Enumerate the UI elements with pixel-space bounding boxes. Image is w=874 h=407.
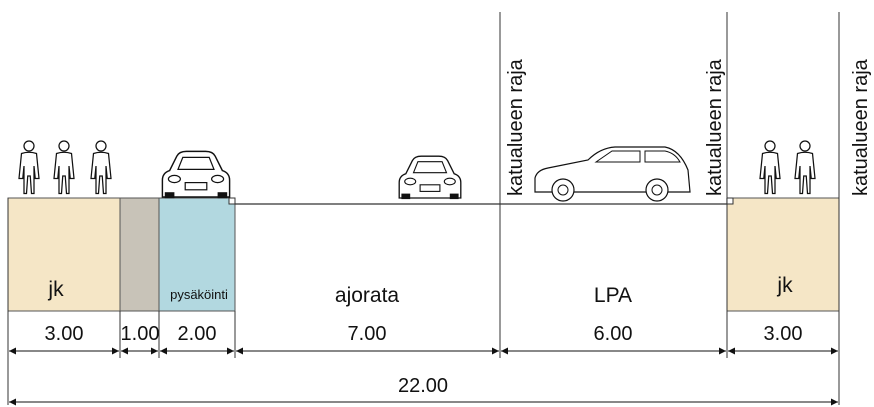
total-width-value: 22.00	[398, 375, 448, 397]
pedestrian-icon	[90, 140, 112, 195]
curb-left	[228, 197, 236, 205]
dimension-value: 2.00	[178, 323, 217, 345]
dimension-value: 3.00	[764, 323, 803, 345]
boundary-label: katualueen raja	[505, 58, 527, 196]
zone-label-parking: pysäköinti	[170, 287, 228, 302]
boundary-label: katualueen raja	[704, 58, 726, 196]
parking-zone	[158, 197, 236, 312]
station-wagon-icon	[534, 146, 691, 202]
car-front-icon	[398, 155, 462, 200]
zone-label-lpa: LPA	[594, 284, 632, 307]
zone-label-ajorata: ajorata	[335, 284, 400, 307]
sidewalk-left-zone	[7, 197, 121, 312]
dimension-value: 1.00	[121, 323, 160, 345]
pedestrian-icon	[53, 140, 75, 195]
pedestrian-icon	[794, 140, 816, 195]
pedestrian-icon	[759, 140, 781, 195]
pedestrian-icon	[18, 140, 40, 195]
car-front-icon	[161, 150, 231, 199]
dimension-value: 3.00	[45, 323, 84, 345]
dimension-value: 6.00	[594, 323, 633, 345]
buffer-strip-zone	[119, 197, 160, 312]
zone-label-jk-left: jk	[47, 278, 64, 301]
dimension-value: 7.00	[348, 323, 387, 345]
sidewalk-right-zone	[726, 197, 840, 312]
boundary-label: katualueen raja	[850, 58, 872, 196]
zone-label-jk-right: jk	[776, 274, 793, 297]
curb-right	[726, 197, 734, 205]
